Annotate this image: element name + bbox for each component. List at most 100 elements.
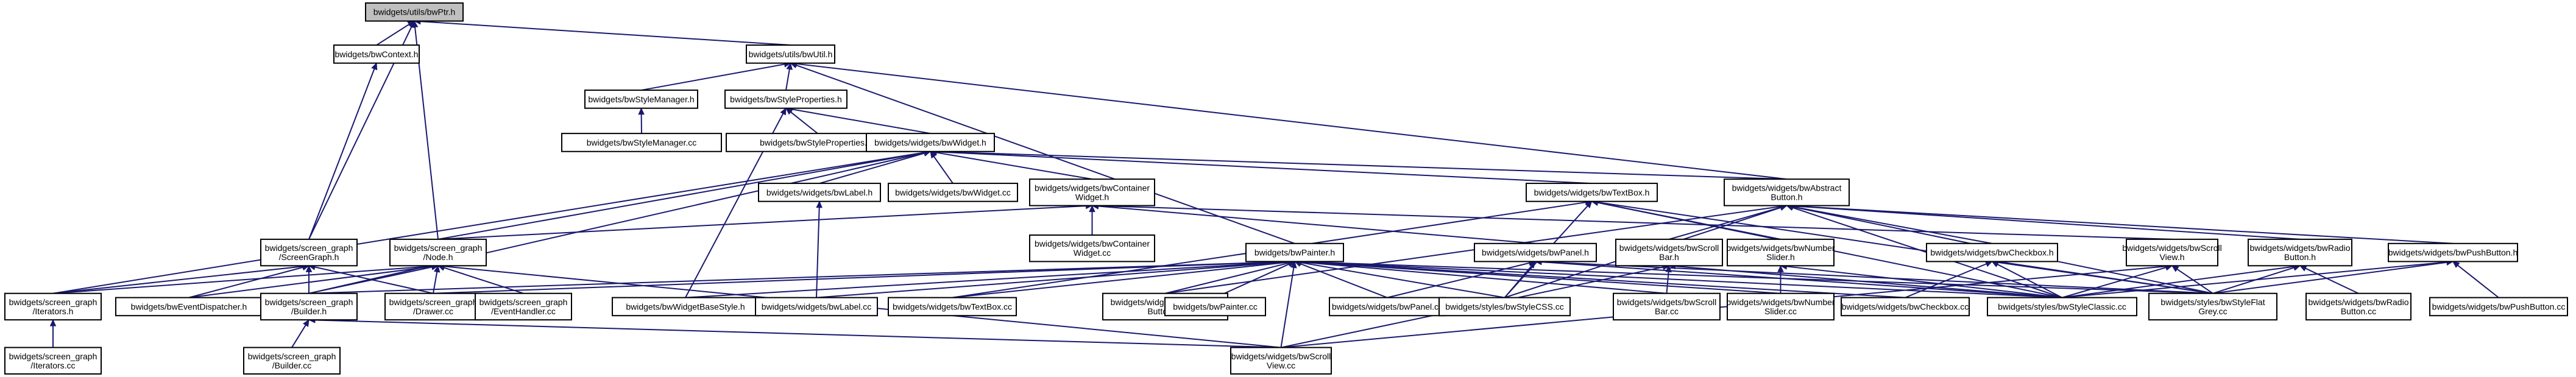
file-node-box [561,133,722,152]
dependency-edge [1786,203,1992,244]
edge-line [2457,264,2499,298]
file-node[interactable]: bwidgets/utils/bwPtr.h [365,2,464,22]
file-node[interactable]: bwidgets/bwPainter.cc [1164,297,1266,317]
file-node[interactable]: bwidgets/styles/bwStyleClassic.cc [1987,297,2137,317]
edge-line [1666,272,1669,294]
file-node-box [243,347,341,375]
file-node-box [4,292,102,321]
dependency-edge [188,264,310,298]
file-node[interactable]: bwidgets/widgets/bwTextBox.h [1526,183,1658,202]
edge-line [1300,261,2213,294]
file-node[interactable]: bwidgets/widgets/bwWidget.h [866,133,995,152]
dependency-edge [2452,261,2499,298]
file-node[interactable]: bwidgets/bwStyleManager.h [584,90,698,109]
file-node-label: bwidgets/bwEventDispatcher.h [131,301,247,311]
edge-line [1387,262,1530,298]
file-node[interactable]: bwidgets/screen_graph/Builder.cc [243,347,341,375]
file-node-label: bwidgets/widgets/bwPushButton.cc [2432,301,2566,311]
file-node[interactable]: bwidgets/bwContext.h [333,44,420,64]
edge-line [308,266,433,294]
dependency-edge [641,61,791,91]
dependency-edge [52,263,310,294]
file-node-label: bwidgets/widgets/bwPanel.cc [1332,301,1443,311]
file-node[interactable]: bwidgets/bwPainter.h [1245,242,1344,262]
file-node[interactable]: bwidgets/widgets/bwPushButton.h [2388,242,2518,262]
file-node-label: bwidgets/screen_graph [265,297,353,307]
edge-line [2062,261,2447,298]
file-node[interactable]: bwidgets/bwEventDispatcher.h [115,297,263,317]
file-node[interactable]: bwidgets/screen_graph/Node.h [389,238,487,267]
file-node-label: Button.cc [2341,306,2376,316]
file-node-label: bwidgets/widgets/bwLabel.h [766,188,872,197]
file-node-label: bwidgets/widgets/bwLabel.cc [762,301,872,311]
file-node-label: bwidgets/widgets/bwRadio [2250,243,2351,253]
file-node[interactable]: bwidgets/widgets/bwCheckbox.cc [1841,297,1970,317]
file-node[interactable]: bwidgets/bwStyleManager.cc [561,133,722,152]
file-nodes: bwidgets/utils/bwPtr.h bwidgets/bwContext… [4,2,2568,375]
file-node[interactable]: bwidgets/widgets/bwLabel.cc [755,297,878,317]
edge-line [437,205,1086,240]
file-node[interactable]: bwidgets/widgets/bwWidget.cc [888,183,1018,202]
dependency-edge [785,106,931,135]
file-node[interactable]: bwidgets/widgets/bwPanel.cc [1329,297,1446,317]
edge-arrowhead [1665,265,1672,273]
file-node[interactable]: bwidgets/widgets/bwPanel.h [1474,242,1597,262]
file-node-label: Button.h [1771,192,1802,202]
file-node[interactable]: bwidgets/widgets/bwCheckbox.h [1926,242,2058,262]
file-node[interactable]: bwidgets/screen_graph/Iterators.cc [4,347,102,375]
file-node[interactable]: bwidgets/widgets/bwLabel.h [758,183,881,202]
file-node-label: Bar.h [1659,252,1679,262]
edge-line [437,152,925,240]
file-node-box [1230,347,1332,375]
file-node-label: Grey.cc [2198,306,2227,316]
dependency-edge [52,149,932,294]
dependency-edge [638,107,645,134]
edge-arrowhead [638,107,645,115]
file-node-box [389,238,487,267]
edge-arrowhead [2452,261,2460,269]
file-node-label: bwidgets/widgets/bwScroll [1617,297,1716,307]
file-node-label: bwidgets/utils/bwUtil.h [749,49,833,59]
file-node-box [758,183,881,202]
file-node[interactable]: bwidgets/screen_graph/Builder.h [260,292,358,321]
file-node[interactable]: bwidgets/screen_graph/ScreenGraph.h [260,238,358,267]
edge-arrowhead [303,319,310,327]
file-node-label: View.h [2160,252,2185,262]
file-node-box [612,297,759,317]
file-node[interactable]: bwidgets/screen_graph/Iterators.h [4,292,102,321]
edge-line [796,63,1787,180]
file-node-box [584,90,698,109]
edge-line [1165,262,1289,294]
file-node-box [1724,178,1850,206]
edge-line [2062,267,2167,298]
file-node-label: bwidgets/utils/bwPtr.h [373,7,456,17]
edge-arrowhead [1585,200,1593,209]
file-node[interactable]: bwidgets/utils/bwUtil.h [746,44,835,64]
file-node[interactable]: bwidgets/widgets/bwTextBox.cc [888,297,1017,317]
edge-line [433,271,438,294]
file-node[interactable]: bwidgets/bwStyleProperties.h [724,90,847,109]
edge-line [1998,261,2213,294]
file-node[interactable]: bwidgets/bwWidgetBaseStyle.h [612,297,759,317]
edge-line [52,266,433,294]
file-node-box [1987,297,2137,317]
file-node[interactable]: bwidgets/styles/bwStyleCSS.cc [1438,297,1571,317]
file-node[interactable]: bwidgets/widgets/bwPushButton.cc [2429,297,2568,317]
dependency-edge [1668,262,2062,298]
dependency-edge [1669,204,1788,240]
file-node-label: Slider.cc [1764,306,1797,316]
file-node[interactable]: bwidgets/screen_graph/Drawer.cc [384,292,482,321]
file-node[interactable]: bwidgets/screen_graph/EventHandler.cc [475,292,572,321]
